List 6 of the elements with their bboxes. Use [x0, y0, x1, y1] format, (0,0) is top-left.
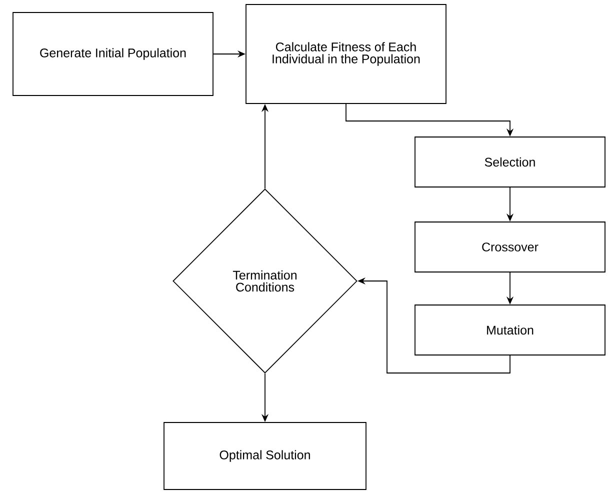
process-box: Mutation — [414, 304, 606, 356]
process-box: Generate Initial Population — [12, 12, 214, 96]
terminal-box: Optimal Solution — [164, 422, 366, 490]
process-box: Selection — [414, 136, 606, 188]
process-box: Calculate Fitness of Each Individual in the Population — [246, 4, 446, 104]
process-box: Crossover — [414, 222, 606, 272]
